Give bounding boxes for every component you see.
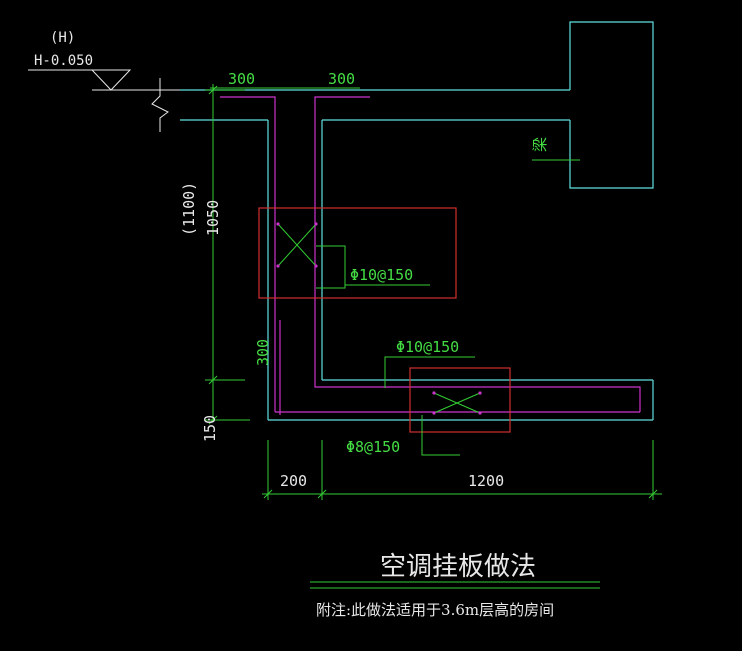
elevation-marker: (H) H-0.050 [28, 30, 180, 132]
elevation-tag: (H) [50, 30, 75, 46]
dim-300-vertical: 300 [254, 339, 272, 366]
rebar-dots [276, 222, 482, 415]
dim-1100-alt: (1100) [180, 182, 198, 236]
rebar-lines [220, 96, 641, 415]
dimension-lines [205, 84, 662, 500]
dimension-texts-white: 1050 (1100) 150 200 1200 [180, 182, 504, 490]
leader-lines [316, 159, 580, 456]
drawing-note: 附注:此做法适用于3.6m层高的房间 [316, 601, 554, 619]
beam-label: 梁 [531, 137, 549, 152]
elevation-triangle-icon [90, 69, 132, 91]
title-block: 空调挂板做法 附注:此做法适用于3.6m层高的房间 [310, 552, 600, 619]
detail-box-horizontal [409, 367, 511, 433]
detail-boxes [258, 207, 511, 433]
rebar-vertical-label: Φ10@150 [350, 266, 413, 284]
break-line-icon [151, 78, 169, 132]
rebar-horizontal-top-label: Φ10@150 [396, 338, 459, 356]
dim-1050: 1050 [204, 200, 222, 236]
dim-150: 150 [201, 415, 219, 442]
detail-box-vertical [258, 207, 457, 299]
cross-ties [277, 223, 481, 414]
drawing-title: 空调挂板做法 [380, 552, 536, 582]
rebar-horizontal-bottom-label: Φ8@150 [346, 438, 400, 456]
dim-top-left-300: 300 [228, 70, 255, 88]
dim-1200: 1200 [468, 472, 504, 490]
dim-200: 200 [280, 472, 307, 490]
dim-top-right-300: 300 [328, 70, 355, 88]
dimension-texts: 300 300 梁 Φ10@150 Φ10@150 Φ8@150 300 [228, 70, 549, 456]
elevation-value: H-0.050 [34, 53, 93, 69]
